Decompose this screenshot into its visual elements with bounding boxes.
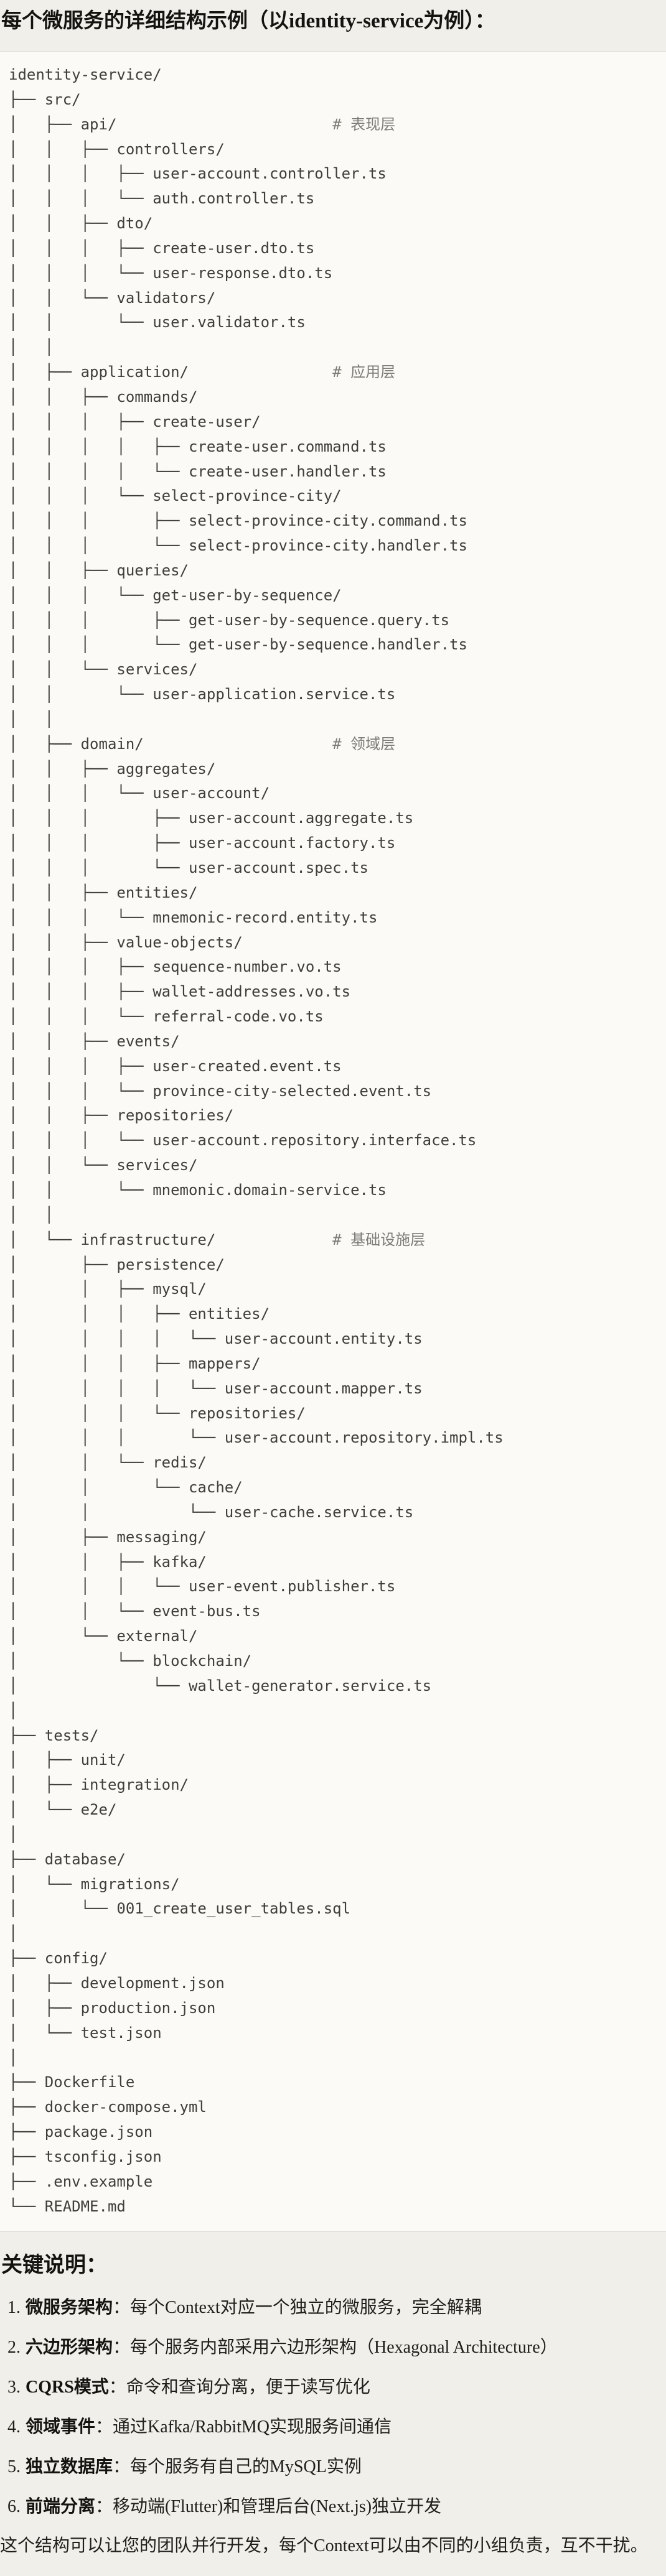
page: { "title": "每个微服务的详细结构示例（以identity-servi… bbox=[0, 6, 666, 2559]
note-item-1: 1.微服务架构：每个Context对应一个独立的微服务，完全解耦 bbox=[7, 2295, 659, 2320]
note-separator: ： bbox=[113, 2457, 131, 2477]
closing-paragraph: 这个结构可以让您的团队并行开发，每个Context可以由不同的小组负责，互不干扰… bbox=[0, 2536, 648, 2556]
note-term: CQRS模式 bbox=[26, 2378, 109, 2397]
note-number: 5. bbox=[7, 2457, 21, 2477]
notes-heading: 关键说明： bbox=[1, 2254, 107, 2277]
note-number: 4. bbox=[7, 2417, 21, 2437]
page-title: 每个微服务的详细结构示例（以identity-service为例）： bbox=[1, 10, 495, 32]
note-term: 独立数据库 bbox=[26, 2457, 113, 2477]
note-desc: 每个Context对应一个独立的微服务，完全解耦 bbox=[130, 2298, 482, 2318]
code-block: identity-service/ ├── src/ │ ├── api/ # … bbox=[0, 51, 666, 2233]
note-desc: 每个服务内部采用六边形架构（Hexagonal Architecture） bbox=[130, 2338, 558, 2358]
note-separator: ： bbox=[113, 2338, 131, 2358]
note-number: 3. bbox=[7, 2378, 21, 2397]
note-desc: 移动端(Flutter)和管理后台(Next.js)独立开发 bbox=[113, 2497, 442, 2517]
notes-section: 关键说明： 1.微服务架构：每个Context对应一个独立的微服务，完全解耦 2… bbox=[0, 2251, 666, 2559]
note-term: 领域事件 bbox=[26, 2417, 96, 2437]
note-number: 1. bbox=[7, 2298, 21, 2318]
note-term: 微服务架构 bbox=[26, 2298, 113, 2318]
note-item-3: 3. CQRS模式：命令和查询分离，便于读写优化 bbox=[7, 2375, 659, 2400]
note-separator: ： bbox=[113, 2298, 131, 2318]
note-desc: 通过Kafka/RabbitMQ实现服务间通信 bbox=[113, 2417, 392, 2437]
note-number: 6. bbox=[7, 2497, 21, 2517]
note-separator: ： bbox=[95, 2417, 113, 2437]
note-separator: ： bbox=[95, 2497, 113, 2517]
note-desc: 命令和查询分离，便于读写优化 bbox=[126, 2378, 370, 2397]
note-item-4: 4.领域事件：通过Kafka/RabbitMQ实现服务间通信 bbox=[7, 2415, 659, 2440]
note-number: 2. bbox=[7, 2338, 21, 2358]
file-tree: identity-service/ ├── src/ │ ├── api/ # … bbox=[9, 66, 504, 2215]
note-term: 前端分离 bbox=[26, 2497, 96, 2517]
note-term: 六边形架构 bbox=[26, 2338, 113, 2358]
note-item-6: 6.前端分离：移动端(Flutter)和管理后台(Next.js)独立开发 bbox=[7, 2495, 659, 2519]
note-desc: 每个服务有自己的MySQL实例 bbox=[130, 2457, 362, 2477]
note-item-2: 2.六边形架构：每个服务内部采用六边形架构（Hexagonal Architec… bbox=[7, 2335, 659, 2360]
note-item-5: 5.独立数据库：每个服务有自己的MySQL实例 bbox=[7, 2455, 659, 2480]
note-separator: ： bbox=[108, 2378, 126, 2397]
